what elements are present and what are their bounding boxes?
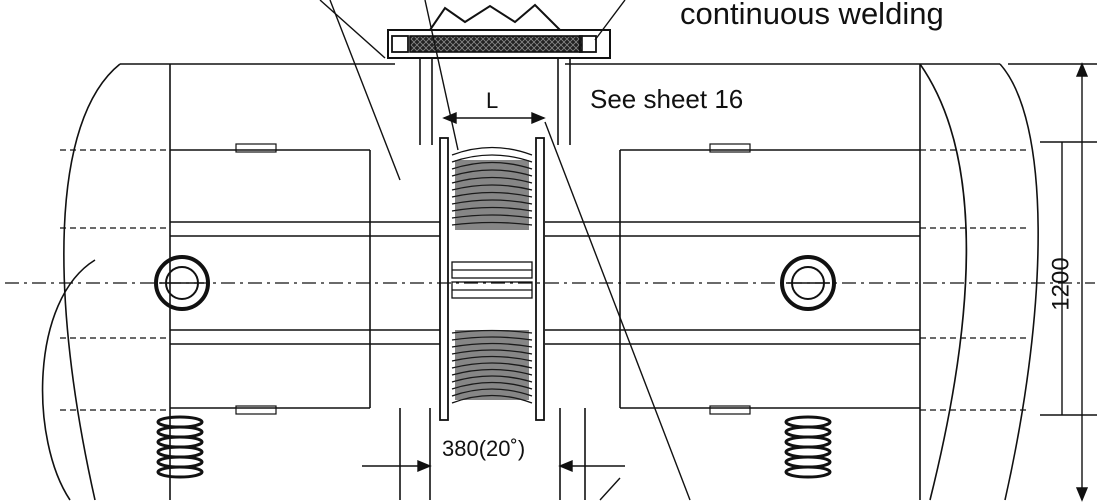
height-dimension [1008, 62, 1097, 502]
bellows-lower-fill [455, 330, 529, 400]
top-cap-profile [405, 3, 605, 31]
leader-bellows [424, 0, 459, 151]
right-bottom-tab [709, 405, 751, 415]
sheet-reference: See sheet 16 [590, 84, 744, 114]
leader-flange-left [319, 0, 386, 59]
right-coil-spring [784, 415, 832, 479]
top-flange [387, 29, 611, 59]
leader-lower-right [544, 121, 691, 501]
right-end-plate [535, 137, 545, 421]
right-lug [780, 255, 836, 311]
gap-dimension [362, 459, 625, 501]
right-flange-bolt [579, 35, 597, 53]
left-pipe-end-lower [41, 259, 96, 501]
left-coil-spring [156, 415, 204, 479]
top-flange-gasket [409, 35, 583, 53]
welding-note: continuous welding [680, 0, 944, 31]
bellows-middle [451, 261, 533, 299]
gap-label: 380(20˚) [442, 436, 526, 461]
length-label: L [486, 88, 499, 113]
leader-section [329, 0, 401, 181]
right-pipe-end-outline [999, 63, 1039, 501]
bellows-upper-fill [455, 160, 529, 230]
left-lug [154, 255, 210, 311]
right-top-tab [709, 143, 751, 153]
leader-flange-right [594, 0, 626, 41]
left-top-tab [235, 143, 277, 153]
left-flange-bolt [391, 35, 409, 53]
height-dimension-label: 1200 [1047, 257, 1075, 311]
right-pipe-end-inner [919, 63, 968, 501]
length-dimension [442, 111, 546, 125]
left-end-plate [439, 137, 449, 421]
left-bottom-tab [235, 405, 277, 415]
